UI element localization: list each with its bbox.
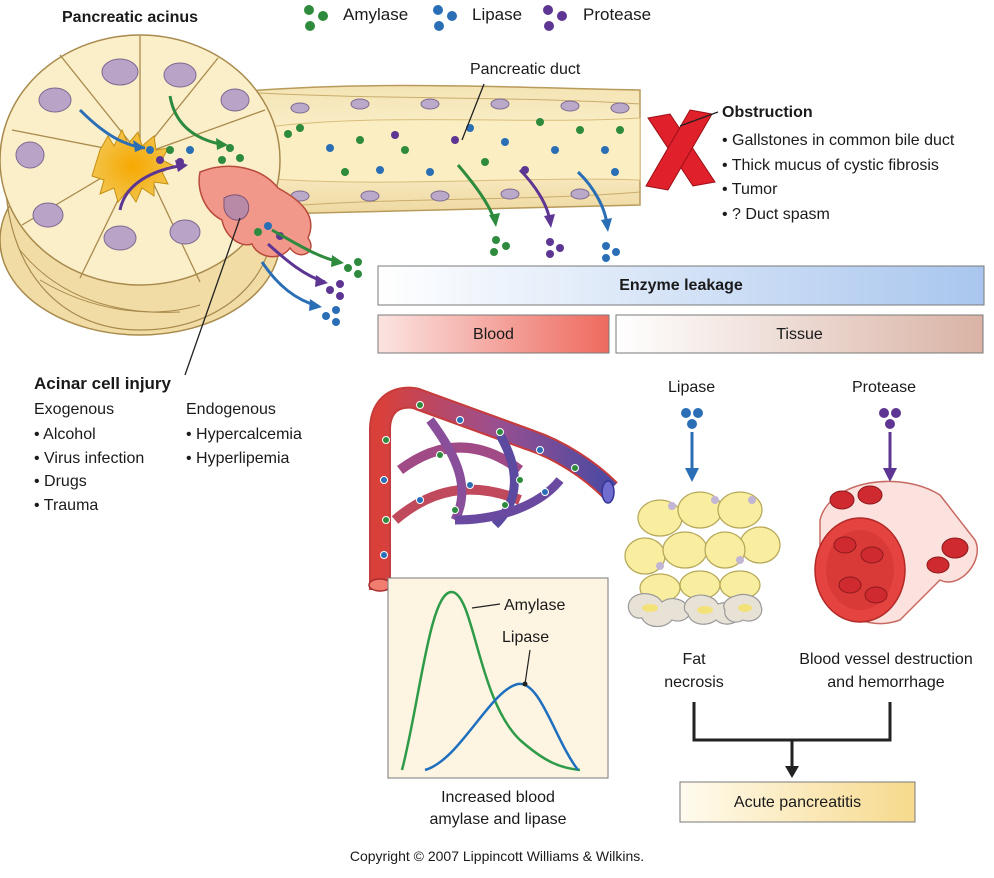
- acute-pancreatitis-label: Acute pancreatitis: [733, 794, 862, 811]
- lipase-tissue-label: Lipase: [668, 379, 716, 396]
- fat-necrosis-illustration: [624, 491, 781, 628]
- exogenous-item: • Virus infection: [34, 449, 145, 467]
- duct-leakage-arrows: [456, 164, 620, 262]
- legend-amylase-label: Amylase: [343, 5, 409, 24]
- fat-necrosis-line2: necrosis: [664, 674, 724, 691]
- endogenous-list: • Hypercalcemia • Hyperlipemia: [186, 423, 302, 470]
- cell-leakage-arrows: [260, 228, 362, 326]
- vessel-destruction-illustration: [814, 480, 978, 625]
- blood-bar: [377, 314, 610, 354]
- lipase-legend-icon: [430, 2, 460, 34]
- obstruction-item: • Gallstones in common bile duct: [722, 132, 955, 149]
- obstruction-item: • Tumor: [722, 181, 778, 198]
- obstruction-item: • Thick mucus of cystic fibrosis: [722, 156, 939, 174]
- vessel-destruction-line2: and hemorrhage: [827, 674, 945, 691]
- acinar-cell-injury-title: Acinar cell injury: [34, 374, 171, 393]
- tissue-bar: [615, 314, 984, 354]
- graph-caption-line1: Increased blood: [441, 789, 555, 806]
- legend-protease-label: Protease: [583, 5, 652, 24]
- legend-lipase-label: Lipase: [472, 5, 523, 24]
- exogenous-item: • Alcohol: [34, 426, 96, 443]
- pancreatic-acinus-label: Pancreatic acinus: [62, 9, 199, 26]
- fat-necrosis-line1: Fat: [682, 651, 706, 668]
- exogenous-list: • Alcohol • Virus infection • Drugs • Tr…: [34, 423, 144, 517]
- pancreatic-duct-label: Pancreatic duct: [470, 61, 581, 78]
- exogenous-title: Exogenous: [34, 401, 115, 418]
- obstruction-item: • ? Duct spasm: [722, 205, 830, 223]
- enzyme-graph: [387, 577, 609, 779]
- vessel-destruction-line1: Blood vessel destruction: [799, 651, 973, 668]
- endogenous-item: • Hypercalcemia: [186, 426, 302, 443]
- exogenous-item: • Trauma: [34, 496, 99, 514]
- outcome-connector: [692, 702, 892, 778]
- amylase-legend-icon: [301, 2, 331, 34]
- protease-tissue-label: Protease: [852, 379, 917, 396]
- graph-caption-line2: amylase and lipase: [429, 811, 567, 828]
- endogenous-item: • Hyperlipemia: [186, 449, 290, 467]
- enzyme-leakage-bar: [377, 265, 985, 306]
- exogenous-item: • Drugs: [34, 473, 87, 490]
- lipase-arrow: [681, 408, 703, 482]
- blood-label: Blood: [473, 326, 514, 343]
- pancreatic-duct: [234, 84, 641, 216]
- protease-arrow: [879, 408, 901, 482]
- tissue-label: Tissue: [776, 326, 823, 343]
- obstruction-title: Obstruction: [722, 104, 813, 121]
- graph-amylase-label: Amylase: [504, 597, 566, 614]
- graph-lipase-label: Lipase: [502, 629, 550, 646]
- endogenous-title: Endogenous: [186, 401, 276, 418]
- acute-pancreatitis-box: [679, 781, 916, 823]
- protease-legend-icon: [540, 2, 570, 34]
- blood-vessels: [368, 386, 618, 592]
- obstruction-list: • Gallstones in common bile duct • Thick…: [722, 129, 954, 227]
- copyright-text: Copyright © 2007 Lippincott Williams & W…: [349, 848, 645, 864]
- enzyme-leakage-label: Enzyme leakage: [619, 277, 743, 294]
- obstruction-x-icon: [645, 109, 716, 191]
- injured-acinar-cell: [198, 165, 312, 258]
